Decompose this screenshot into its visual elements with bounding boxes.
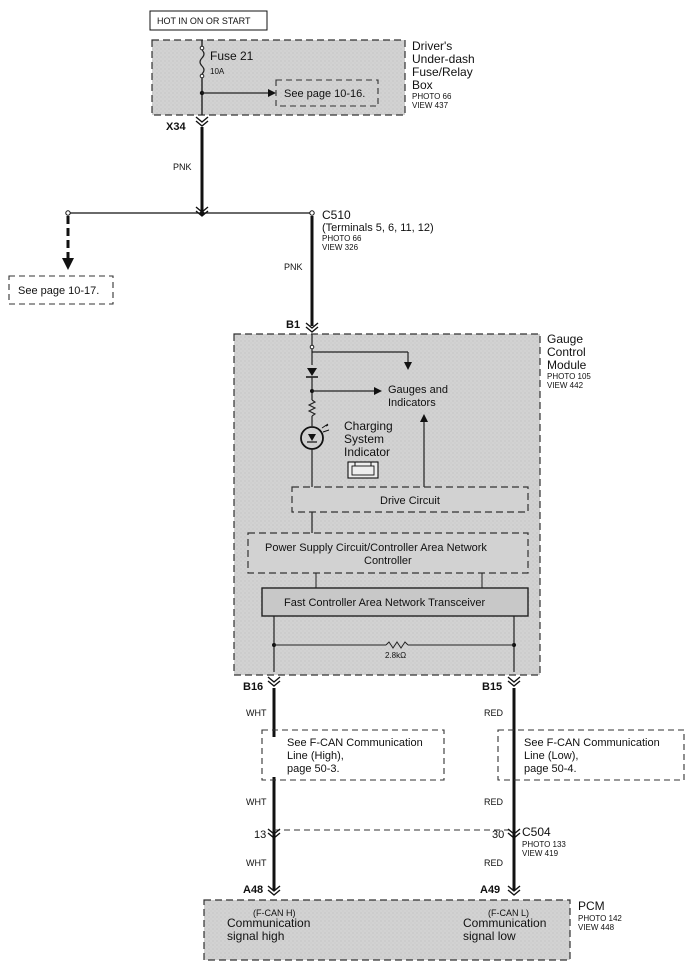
fuse-box <box>151 39 406 116</box>
arrow-down-icon <box>62 258 74 270</box>
power-source-box <box>149 10 268 31</box>
can-high-ref-1: See F-CAN Communication <box>287 737 423 749</box>
connector-a49-icon <box>507 885 521 896</box>
pcm-photo: PHOTO 142 <box>578 914 622 923</box>
b15-label: B15 <box>482 681 502 693</box>
ref-box-10-17 <box>8 275 114 305</box>
c510-view: VIEW 326 <box>322 243 359 252</box>
gauge-module-name-2: Control <box>547 345 586 359</box>
ref-box-10-16 <box>275 79 379 107</box>
charging-label-1: Charging <box>344 419 393 433</box>
light-rays-icon <box>321 423 330 433</box>
b16-label: B16 <box>243 681 263 693</box>
wire-red-label-3: RED <box>484 858 504 868</box>
c504-view: VIEW 419 <box>522 849 559 858</box>
gauges-label-1: Gauges and <box>388 384 448 396</box>
can-high-ref-3: page 50-3. <box>287 763 340 775</box>
pcm-box <box>203 899 571 961</box>
a49-label: A49 <box>480 884 500 896</box>
fuse-label: Fuse 21 <box>210 49 254 63</box>
pcm-right-line-1: Communication <box>463 916 546 930</box>
battery-icon <box>347 461 379 479</box>
fuse-box-name-1: Driver's <box>412 39 452 53</box>
c510-name: C510 <box>322 208 351 222</box>
fuse-box-name-4: Box <box>412 78 433 92</box>
fuse-box-name-3: Fuse/Relay <box>412 65 473 79</box>
connector-b1-icon <box>305 322 319 333</box>
b1-label: B1 <box>286 319 300 331</box>
fuse-icon <box>199 49 205 75</box>
resistor-icon <box>307 399 317 417</box>
drive-circuit-label: Drive Circuit <box>380 495 440 507</box>
c504-pin-30: 30 <box>492 829 504 841</box>
fuse-box-name-2: Under-dash <box>412 52 475 66</box>
connector-b16-icon <box>267 676 281 687</box>
can-transceiver-label: Fast Controller Area Network Transceiver <box>284 597 485 609</box>
pcm-left-line-2: signal high <box>227 929 284 943</box>
connector-a48-icon <box>267 885 281 896</box>
connector-x34-icon <box>195 116 209 127</box>
gauges-label-2: Indicators <box>388 397 436 409</box>
fuse-box-view: VIEW 437 <box>412 101 449 110</box>
pcm-right-code: (F-CAN L) <box>488 908 529 918</box>
ref-10-17-text: See page 10-17. <box>18 285 99 297</box>
can-low-ref-box <box>497 729 685 781</box>
ref-10-16-text: See page 10-16. <box>284 88 365 100</box>
wire-wht-label-2: WHT <box>246 797 267 807</box>
connector-b15-icon <box>507 676 521 687</box>
wire-pnk-label-1: PNK <box>173 162 192 172</box>
can-low-ref-2: Line (Low), <box>524 750 578 762</box>
resistor-value: 2.8kΩ <box>385 651 406 660</box>
charging-label-2: System <box>344 432 384 446</box>
c510-photo: PHOTO 66 <box>322 234 362 243</box>
a48-label: A48 <box>243 884 263 896</box>
arrow-right-icon <box>268 89 276 97</box>
wire-red-label-2: RED <box>484 797 504 807</box>
pcm-left-code: (F-CAN H) <box>253 908 296 918</box>
charging-label-3: Indicator <box>344 445 390 459</box>
diode-icon <box>307 368 317 376</box>
wire-wht-label-3: WHT <box>246 858 267 868</box>
fuse-rating: 10A <box>210 67 225 76</box>
gauge-module-photo: PHOTO 105 <box>547 372 591 381</box>
gauge-module-name-1: Gauge <box>547 332 583 346</box>
pcm-name: PCM <box>578 899 605 913</box>
c504-pin-13: 13 <box>254 829 266 841</box>
can-transceiver-box <box>261 587 529 617</box>
can-low-ref-1: See F-CAN Communication <box>524 737 660 749</box>
wire-red-label-1: RED <box>484 708 504 718</box>
gauge-module-view: VIEW 442 <box>547 381 584 390</box>
wire-pnk-label-2: PNK <box>284 262 303 272</box>
power-supply-label-2: Controller <box>364 555 412 567</box>
wire-wht-label-1: WHT <box>246 708 267 718</box>
power-source-label: HOT IN ON OR START <box>157 16 251 26</box>
fuse-box-photo: PHOTO 66 <box>412 92 452 101</box>
pcm-left-line-1: Communication <box>227 916 310 930</box>
c504-photo: PHOTO 133 <box>522 840 566 849</box>
gauge-module-name-3: Module <box>547 358 587 372</box>
pcm-right-line-2: signal low <box>463 929 516 943</box>
power-supply-controller-box <box>247 532 529 574</box>
pcm-view: VIEW 448 <box>578 923 615 932</box>
c504-name: C504 <box>522 825 551 839</box>
can-low-ref-3: page 50-4. <box>524 763 577 775</box>
power-supply-label-1: Power Supply Circuit/Controller Area Net… <box>265 542 487 554</box>
terminating-resistor-icon <box>385 641 409 649</box>
c510-terminals: (Terminals 5, 6, 11, 12) <box>322 222 434 234</box>
drive-circuit-box <box>291 486 529 513</box>
x34-label: X34 <box>166 121 186 133</box>
arrow-up-icon <box>420 414 428 422</box>
can-high-ref-2: Line (High), <box>287 750 344 762</box>
can-high-ref-box <box>261 729 445 781</box>
